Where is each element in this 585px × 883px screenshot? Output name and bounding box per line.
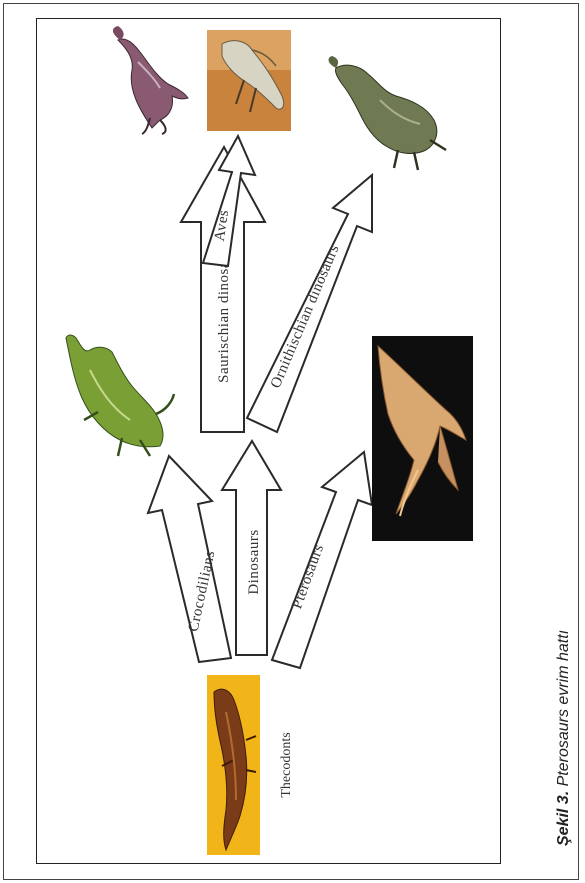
caption-text: Pterosaurs evrim hattı	[555, 630, 572, 791]
arrow-label-dinosaurs: Dinosaurs	[246, 529, 262, 594]
saurischian-dinosaur-image	[113, 26, 188, 134]
caption-prefix: Şekil 3.	[555, 791, 572, 846]
figure-caption: Şekil 3. Pterosaurs evrim hattı	[555, 630, 573, 846]
arrow-label-ornithischian: Ornithischian dinosaurs	[268, 242, 343, 390]
thecodonts-label: Thecodonts	[279, 732, 294, 797]
ornithischian-dinosaur-image	[329, 56, 446, 170]
crocodile-image	[66, 335, 174, 456]
